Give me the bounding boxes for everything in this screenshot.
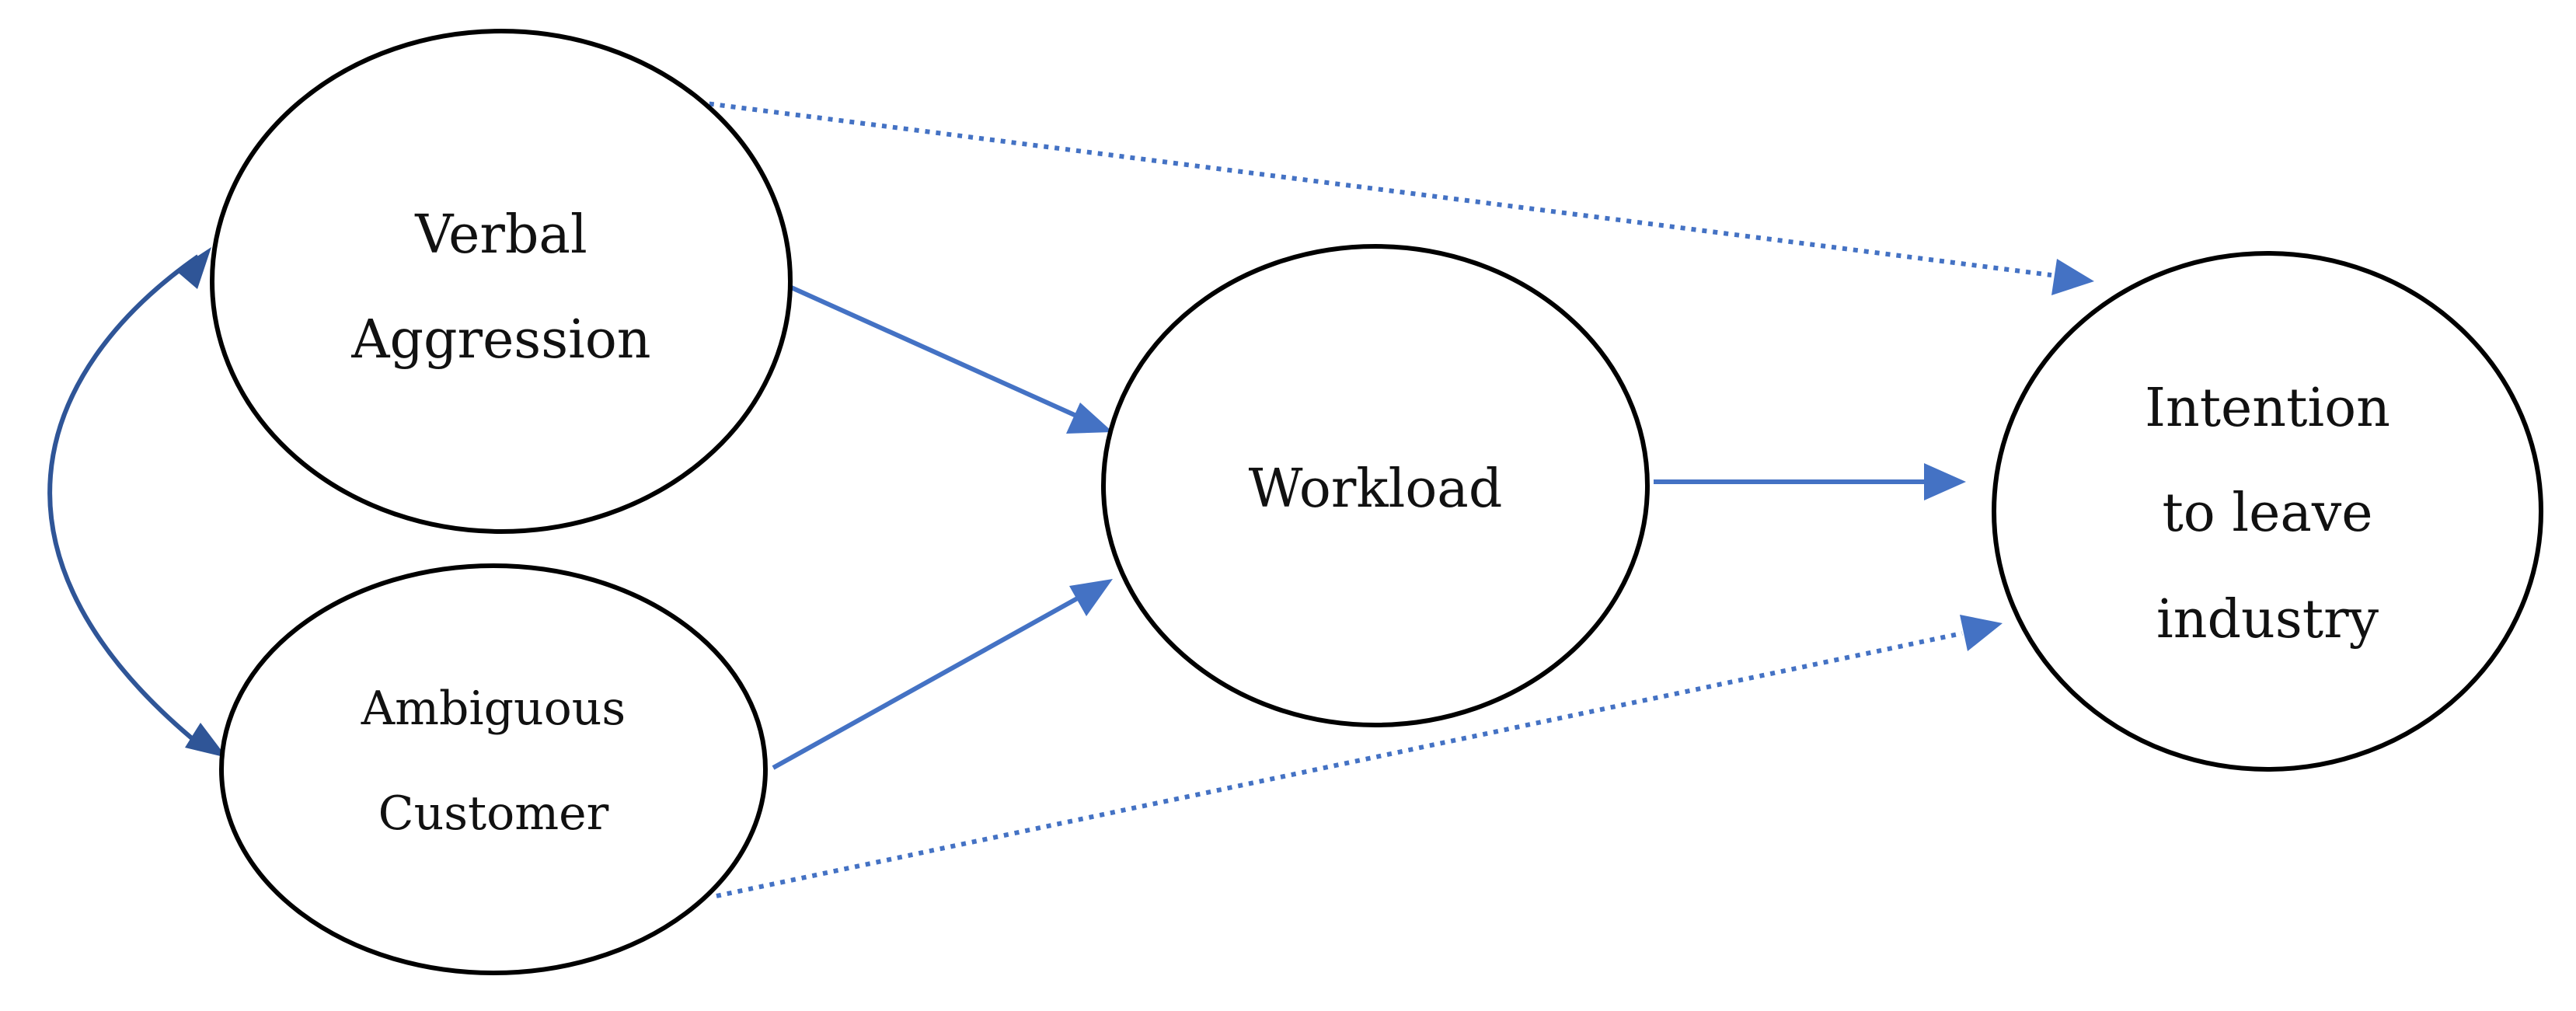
ambiguous-customer-ellipse	[219, 563, 768, 975]
node-verbal-aggression: Verbal Aggression	[210, 29, 793, 534]
arrowhead-workload-lower	[1069, 579, 1113, 616]
edge-correlation-verbal-ambiguous	[47, 254, 207, 752]
edge-verbal-to-intention	[687, 99, 2052, 277]
edge-ambiguous-to-workload	[772, 594, 1082, 770]
intention-to-leave-ellipse	[1992, 251, 2543, 772]
node-workload: Workload	[1101, 244, 1650, 727]
arrowhead-workload-upper	[1066, 403, 1113, 434]
node-intention-to-leave: Intention to leave industry	[1992, 251, 2543, 772]
ambiguous-customer-label-line1: Ambiguous	[361, 682, 626, 736]
intention-to-leave-label-line3: industry	[2156, 589, 2379, 650]
node-ambiguous-customer: Ambiguous Customer	[219, 563, 768, 975]
arrowhead-intention-lower	[1960, 615, 2003, 651]
workload-label: Workload	[1249, 458, 1503, 520]
workload-ellipse	[1101, 244, 1650, 727]
verbal-aggression-label-line2: Aggression	[350, 309, 650, 371]
arrowhead-ambiguous-customer	[185, 723, 227, 758]
intention-to-leave-label-line1: Intention	[2145, 378, 2390, 439]
arrowhead-intention-middle	[1924, 463, 1966, 500]
edge-verbal-to-workload	[764, 274, 1078, 418]
edges	[47, 99, 2094, 898]
verbal-aggression-label-line1: Verbal	[414, 204, 587, 266]
arrowhead-intention-upper	[2051, 259, 2094, 295]
arrowhead-verbal-aggression	[176, 247, 211, 289]
intention-to-leave-label-line2: to leave	[2162, 483, 2372, 544]
ambiguous-customer-label-line2: Customer	[378, 786, 609, 841]
verbal-aggression-ellipse	[210, 29, 793, 534]
